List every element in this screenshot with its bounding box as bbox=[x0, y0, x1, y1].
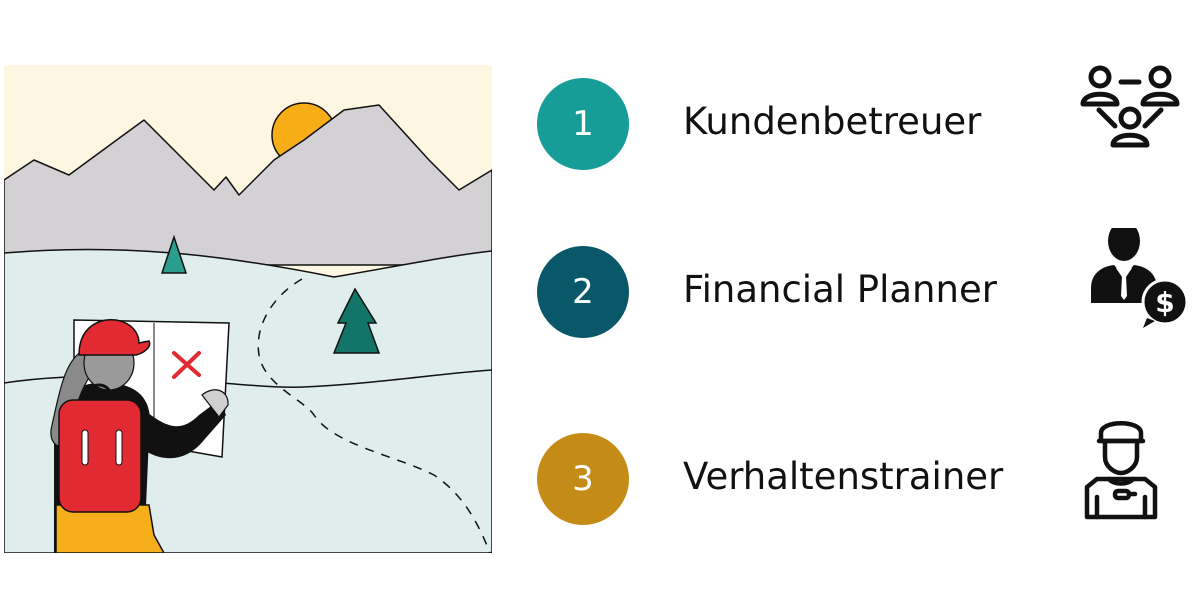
cap bbox=[78, 319, 151, 356]
financial-advisor-icon: $ bbox=[1069, 228, 1191, 350]
svg-text:$: $ bbox=[1155, 286, 1174, 319]
role-row-3: 3 Verhaltenstrainer bbox=[537, 421, 1197, 533]
hand bbox=[201, 389, 229, 418]
number-badge: 3 bbox=[537, 433, 629, 525]
hiker-illustration bbox=[4, 65, 492, 553]
backpack bbox=[58, 399, 142, 513]
number-text: 3 bbox=[572, 459, 594, 499]
small-tree bbox=[160, 234, 188, 274]
role-label: Kundenbetreuer bbox=[683, 100, 982, 143]
role-label: Financial Planner bbox=[683, 268, 997, 311]
team-network-icon bbox=[1069, 60, 1191, 182]
backpack-strap-left bbox=[81, 429, 89, 466]
number-badge: 2 bbox=[537, 246, 629, 338]
trail bbox=[257, 278, 491, 553]
role-label: Verhaltenstrainer bbox=[683, 455, 1004, 498]
coach-icon bbox=[1069, 415, 1191, 537]
number-text: 1 bbox=[572, 104, 594, 144]
number-badge: 1 bbox=[537, 78, 629, 170]
hiker-with-map-icon bbox=[4, 65, 492, 553]
role-row-2: 2 Financial Planner $ bbox=[537, 228, 1197, 346]
role-row-1: 1 Kundenbetreuer bbox=[537, 65, 1197, 178]
mountains bbox=[4, 104, 492, 266]
map-x-mark bbox=[172, 351, 201, 379]
arm bbox=[144, 400, 226, 459]
number-text: 2 bbox=[572, 272, 594, 312]
backpack-handle bbox=[84, 383, 114, 401]
backpack-strap-right bbox=[115, 429, 123, 466]
pine-tree bbox=[332, 287, 381, 354]
